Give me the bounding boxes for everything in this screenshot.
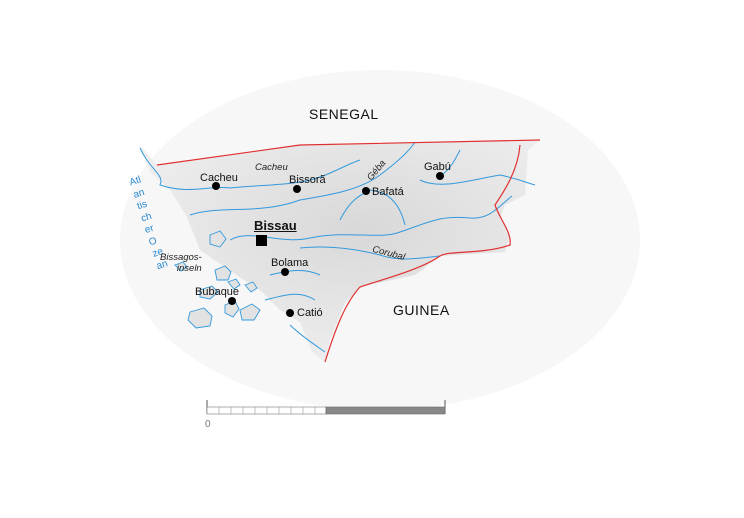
borders bbox=[156, 139, 541, 363]
city-markers bbox=[212, 172, 444, 317]
rivers bbox=[139, 141, 536, 353]
city-dot-bissora bbox=[293, 185, 301, 193]
scale-zero-label: 0 bbox=[205, 419, 211, 430]
border-guinea bbox=[324, 144, 521, 363]
capital-label: Bissau bbox=[254, 218, 297, 233]
land-area bbox=[140, 140, 540, 362]
city-label-bubaque: Bubaque bbox=[195, 286, 240, 298]
border-senegal bbox=[156, 139, 541, 166]
islands-label: Bissagos- inseln bbox=[160, 252, 202, 274]
river-geba bbox=[229, 195, 513, 241]
river-cacheu bbox=[139, 147, 361, 191]
country-label-senegal: SENEGAL bbox=[309, 106, 379, 122]
city-dot-bolama bbox=[281, 268, 289, 276]
city-label-gabu: Gabú bbox=[424, 161, 451, 173]
scale-bar bbox=[206, 400, 446, 415]
city-label-bafata: Bafatá bbox=[372, 186, 404, 198]
capital-marker bbox=[256, 235, 267, 246]
river-label-cacheu: Cacheu bbox=[255, 162, 288, 173]
city-label-bolama: Bolama bbox=[271, 257, 309, 269]
city-dot-gabu bbox=[436, 172, 444, 180]
bissagos-islands bbox=[174, 230, 261, 329]
river-mansoa bbox=[189, 141, 416, 216]
city-label-bissora: Bissorã bbox=[289, 174, 326, 186]
islands-label-line1: Bissagos- bbox=[160, 252, 202, 263]
islands-label-line2: inseln bbox=[176, 263, 202, 274]
city-dot-bafata bbox=[362, 187, 370, 195]
city-label-catio: Catió bbox=[297, 307, 323, 319]
river-corubal bbox=[299, 246, 441, 260]
city-dot-catio bbox=[286, 309, 294, 317]
country-label-guinea: GUINEA bbox=[393, 302, 450, 318]
city-label-cacheu: Cacheu bbox=[200, 172, 238, 184]
city-dot-bubaque bbox=[228, 297, 236, 305]
city-dot-cacheu bbox=[212, 182, 220, 190]
